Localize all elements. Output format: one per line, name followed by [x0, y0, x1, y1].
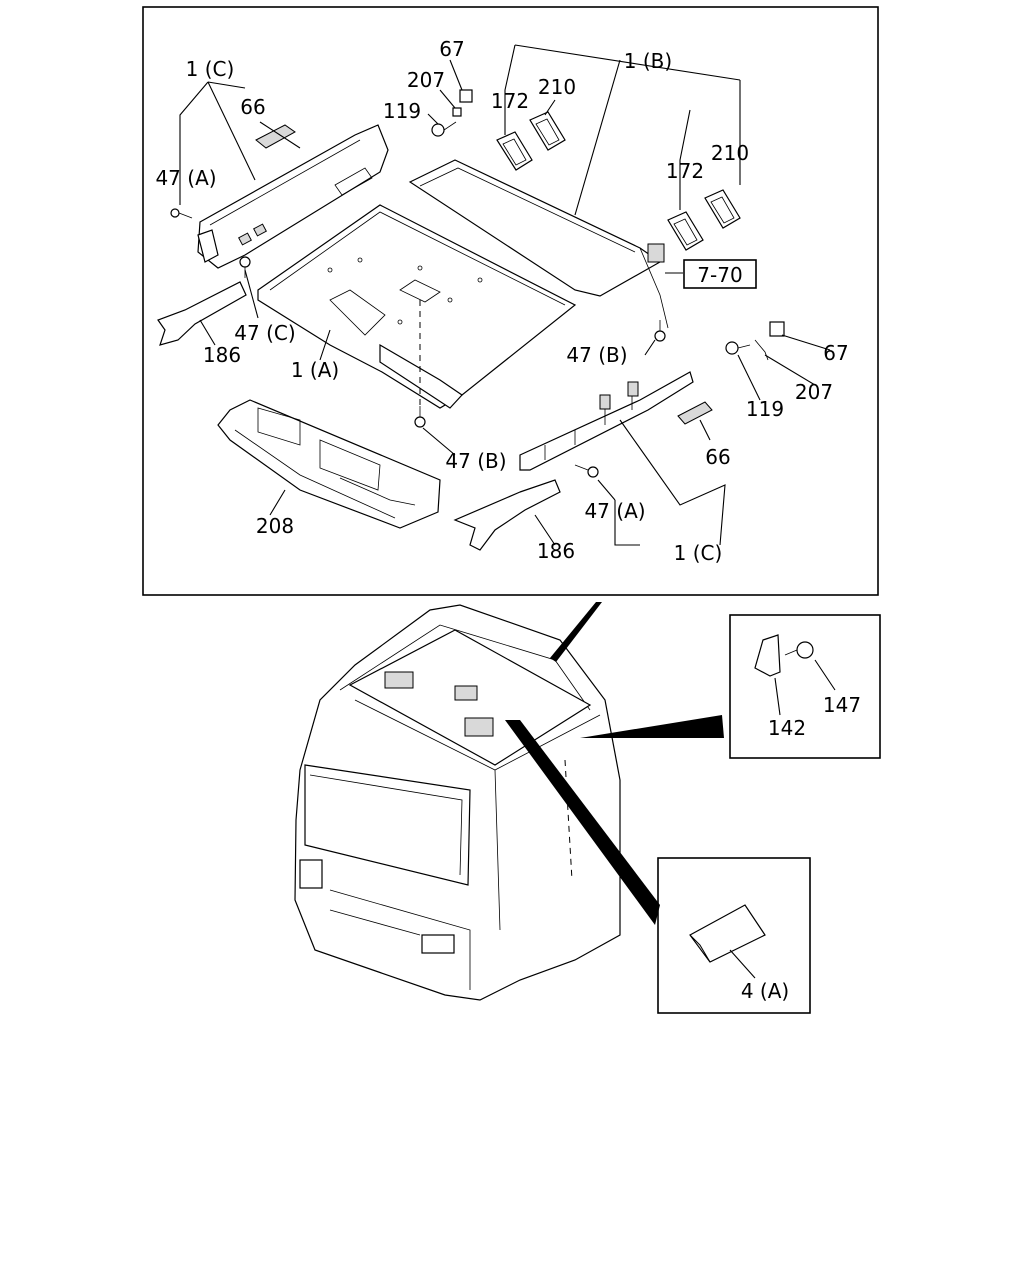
grille-66-left	[255, 124, 296, 149]
label-47a-right: 47 (A)	[584, 499, 645, 523]
label-119-top: 119	[383, 99, 421, 123]
detail-box-clip	[729, 614, 881, 759]
label-1c-bottom: 1 (C)	[674, 541, 723, 565]
label-172-a: 172	[491, 89, 529, 113]
label-4a: 4 (A)	[741, 979, 789, 1003]
label-147: 147	[823, 693, 861, 717]
clip-part-142	[754, 634, 836, 716]
label-1c-top: 1 (C)	[186, 57, 235, 81]
label-142: 142	[768, 716, 806, 740]
label-207-right: 207	[795, 380, 833, 404]
connector-arrow-top	[550, 602, 602, 662]
cab-illustration	[294, 604, 621, 1001]
label-119-right: 119	[746, 397, 784, 421]
part-labels: 1 (C) 66 67 207 119 172 210 1 (B) 172 21…	[155, 37, 861, 1003]
grille-66-right	[677, 401, 713, 425]
front-trim-208	[217, 399, 441, 529]
label-208: 208	[256, 514, 294, 538]
label-1b: 1 (B)	[624, 49, 672, 73]
label-47b-mid: 47 (B)	[445, 449, 506, 473]
leader-lines	[179, 44, 831, 546]
connector-arrow-bottom	[505, 720, 660, 925]
headliner-panel-b	[408, 159, 669, 329]
label-210-b: 210	[711, 141, 749, 165]
label-47c: 47 (C)	[234, 321, 295, 345]
pad-part-4a	[689, 904, 766, 979]
fasteners	[170, 89, 785, 478]
reference-box-7-70	[683, 259, 757, 289]
connector-arrow-right	[580, 715, 724, 738]
label-47b-right: 47 (B)	[566, 343, 627, 367]
exploded-view-frame	[142, 6, 879, 596]
pillar-trim-186-bottom	[453, 479, 561, 551]
label-67-top: 67	[439, 37, 464, 61]
label-172-b: 172	[666, 159, 704, 183]
label-207-top: 207	[407, 68, 445, 92]
lamp-pair-b	[667, 189, 741, 251]
overhead-console-right	[519, 371, 694, 471]
label-66-top: 66	[240, 95, 265, 119]
label-1a: 1 (A)	[291, 358, 339, 382]
label-186-bottom: 186	[537, 539, 575, 563]
label-210-a: 210	[538, 75, 576, 99]
lamp-pair-a	[496, 111, 566, 171]
overhead-console-left	[197, 124, 389, 269]
pillar-trim-186-left	[157, 281, 247, 346]
label-186-left: 186	[203, 343, 241, 367]
label-67-right: 67	[823, 341, 848, 365]
label-ref-7-70: 7-70	[697, 263, 742, 287]
label-47a-left: 47 (A)	[155, 166, 216, 190]
headliner-panel-a	[257, 204, 577, 409]
detail-box-pad	[657, 857, 811, 1014]
label-66-right: 66	[705, 445, 730, 469]
